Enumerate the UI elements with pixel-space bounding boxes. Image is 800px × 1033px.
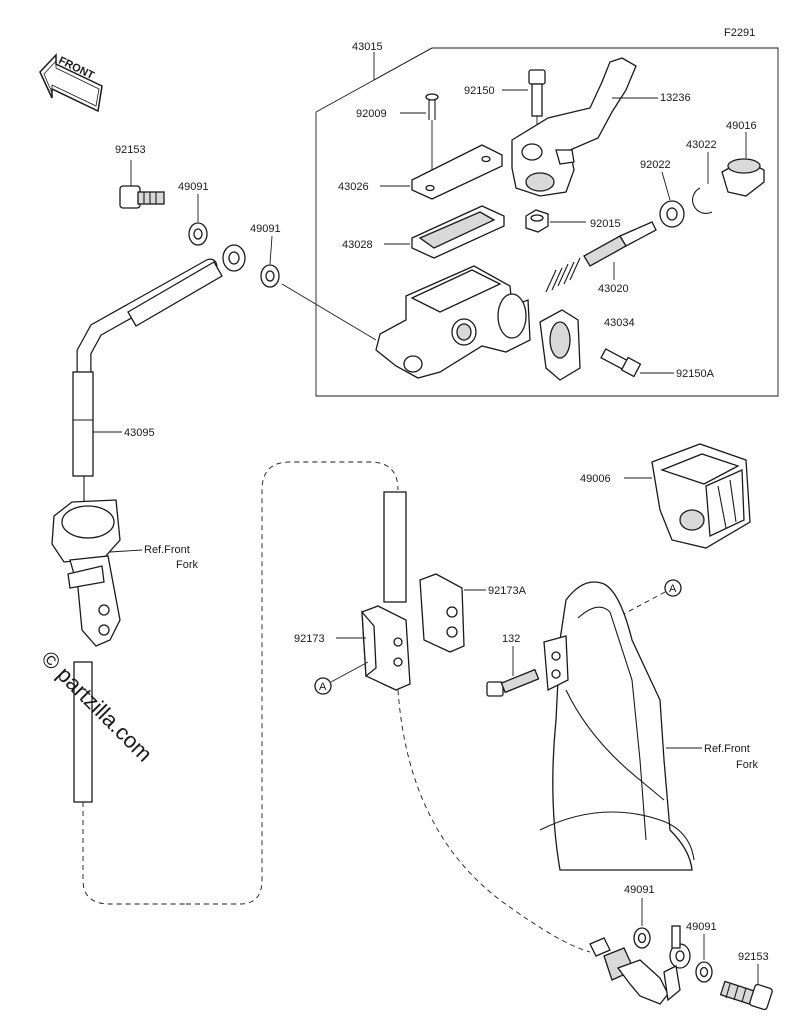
label-92153-top: 92153 [115,144,146,156]
label-ref-front-fork-2-line1: Ref.Front [704,743,750,755]
washer-49091-c [633,898,651,949]
label-49091-b: 49091 [250,223,281,235]
reservoir-cover-43026 [411,144,503,200]
boot-49016 [721,132,765,197]
label-ref-front-fork-1-line2: Fork [176,559,199,571]
label-43026: 43026 [338,181,369,193]
marker-a-left [314,661,369,695]
label-92150: 92150 [464,85,495,97]
lower-hose-fitting [589,925,691,1005]
label-43015: 43015 [352,41,383,53]
label-49091-a: 49091 [178,181,209,193]
label-92022: 92022 [640,159,671,171]
master-cylinder-body [375,265,531,379]
front-arrow-icon: FRONT [39,53,103,113]
label-49006: 49006 [580,473,611,485]
label-43028: 43028 [342,239,373,251]
figure-code: F2291 [724,27,755,39]
brake-hose-43095 [72,244,246,477]
label-92173: 92173 [294,633,325,645]
screw-92009 [425,93,439,170]
diaphragm-43028 [411,205,505,259]
hose-clamp-92173a [419,573,486,653]
piston-kit-43020 [545,221,657,293]
washer-49091-a [188,194,208,246]
banjo-bolt-92153-bottom [719,964,773,1011]
label-ref-front-fork-1-line1: Ref.Front [144,544,190,556]
marker-a-left-label: A [319,681,327,693]
label-92173a: 92173A [488,585,527,597]
front-fork-right [539,581,702,871]
banjo-bolt-92153-top [119,160,165,209]
bolt-132 [486,646,540,697]
clamp-43034 [539,309,581,381]
washer-49091-d [695,934,713,983]
washer-92022 [659,171,685,228]
label-43020: 43020 [598,283,629,295]
label-43095: 43095 [124,427,155,439]
label-92015: 92015 [590,218,621,230]
circlip-43022 [692,152,713,214]
label-92153-bottom: 92153 [738,951,769,963]
label-43022: 43022 [686,139,717,151]
label-49091-c: 49091 [624,884,655,896]
label-132: 132 [502,633,520,645]
label-49091-d: 49091 [686,921,717,933]
hose-route-middle [186,461,591,953]
label-49016: 49016 [726,120,757,132]
marker-a-right-label: A [669,583,677,595]
bolt-92150a [600,348,674,378]
label-92150a: 92150A [676,368,715,380]
label-43034: 43034 [604,317,635,329]
assembly-box-43015 [315,47,779,397]
nut-92015 [525,209,549,233]
label-ref-front-fork-2-line2: Fork [736,759,759,771]
block-49006 [624,443,751,549]
label-13236: 13236 [660,92,691,104]
hose-clamp-92173 [336,605,411,691]
fork-clamp-left [51,499,143,647]
watermark: © partzilla.com [36,646,157,767]
washer-49091-b [260,235,377,341]
lever-13236 [511,57,637,197]
label-92009: 92009 [356,108,387,120]
